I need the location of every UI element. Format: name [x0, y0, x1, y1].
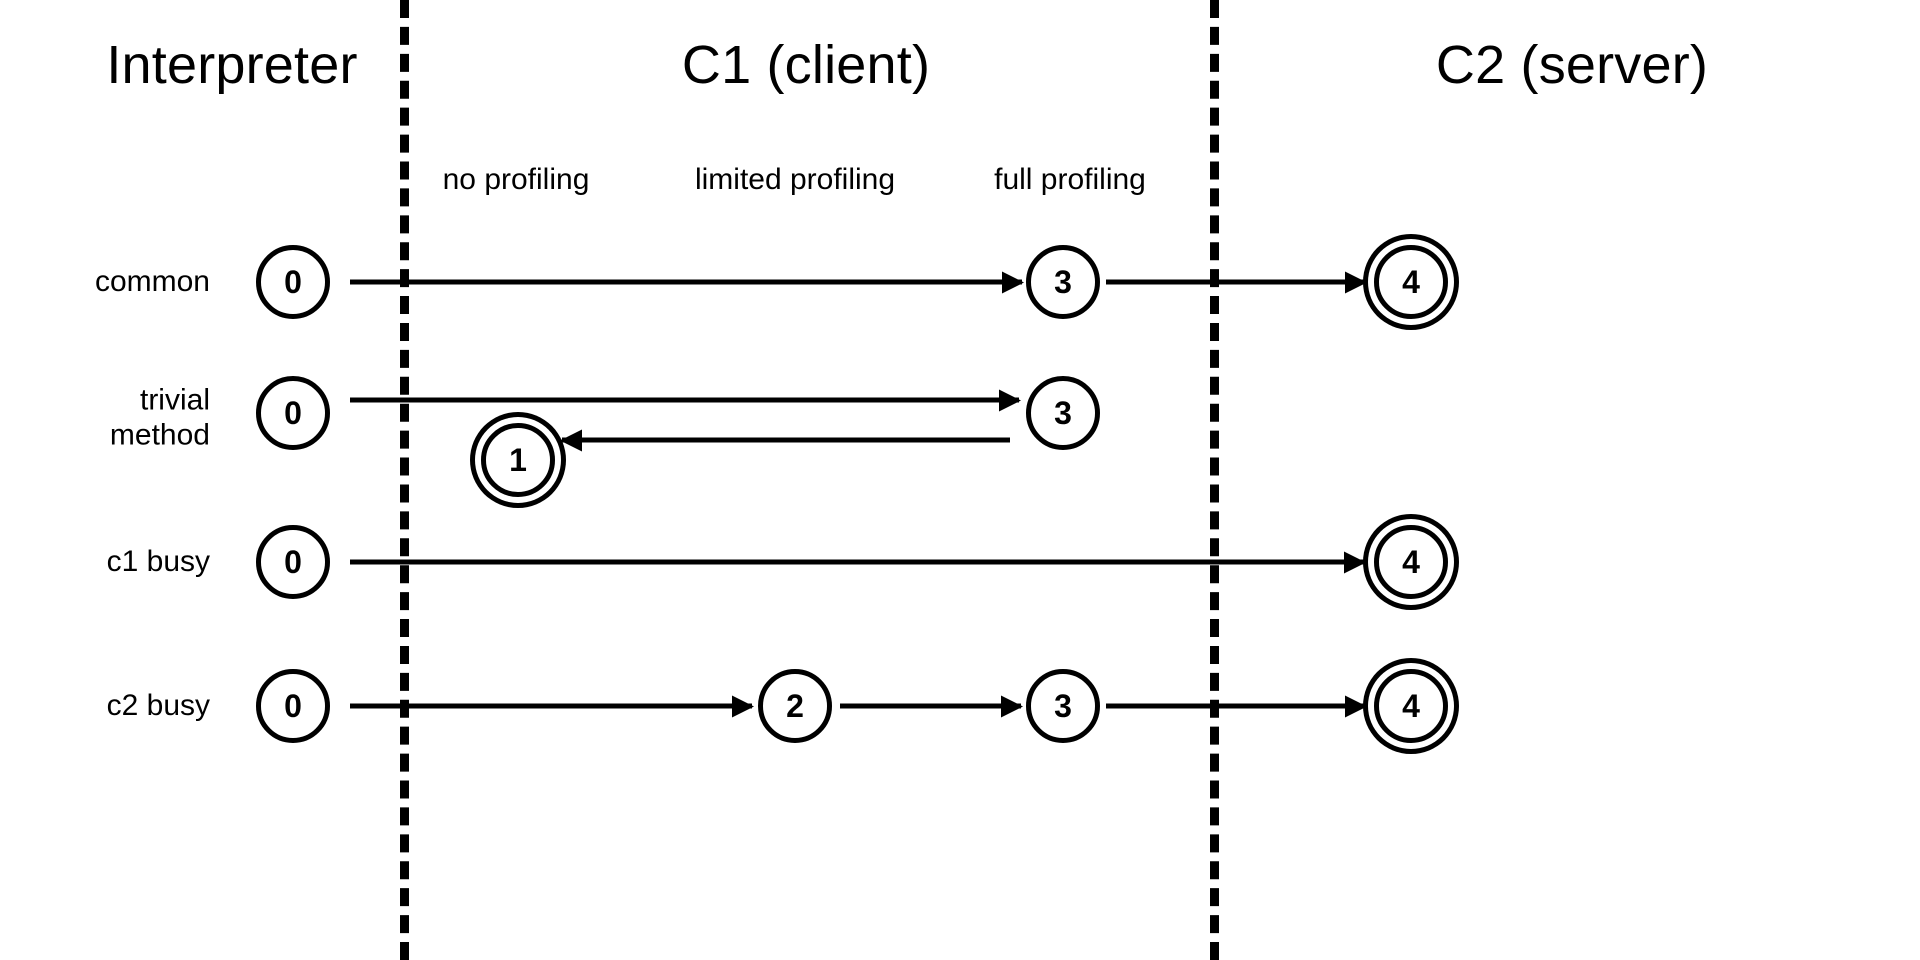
state-node-c2busy-3: 3	[1026, 669, 1100, 743]
row-label-trivial-method: trivial method	[109, 383, 210, 452]
arrow-right-icon	[1344, 551, 1366, 573]
state-node-common-0: 0	[256, 245, 330, 319]
state-node-label: 4	[1402, 263, 1420, 300]
arrow-right-icon	[1001, 695, 1023, 717]
state-node-c2busy-0: 0	[256, 669, 330, 743]
state-node-c2busy-2: 2	[758, 669, 832, 743]
state-node-label: 4	[1402, 687, 1420, 724]
state-node-c1busy-4: 4	[1374, 525, 1448, 599]
state-node-common-4: 4	[1374, 245, 1448, 319]
column-header-interpreter: Interpreter	[106, 35, 358, 95]
arrow-left-icon	[560, 429, 582, 451]
profiling-label-no-profiling: no profiling	[442, 163, 590, 196]
profiling-label-limited-profiling: limited profiling	[694, 163, 896, 196]
row-label-c2-busy: c2 busy	[106, 688, 210, 722]
row-label-c1-busy: c1 busy	[106, 544, 210, 578]
edge-c2busy-0-to-2	[350, 695, 754, 717]
state-node-label: 0	[284, 543, 302, 580]
edge-common-0-to-3	[350, 271, 1024, 293]
state-node-label: 3	[1054, 687, 1072, 724]
separator-sep-c1-c2	[1210, 0, 1219, 960]
state-node-trivial-3: 3	[1026, 376, 1100, 450]
state-node-label: 3	[1054, 394, 1072, 431]
state-node-trivial-1: 1	[481, 423, 555, 497]
profiling-label-full-profiling: full profiling	[994, 163, 1146, 196]
edge-trivial-3-to-1	[560, 429, 1010, 451]
state-node-label: 3	[1054, 263, 1072, 300]
edge-common-3-to-4	[1106, 271, 1367, 293]
edge-c2busy-2-to-3	[840, 695, 1023, 717]
edge-trivial-0-to-3	[350, 389, 1021, 411]
state-node-label: 1	[509, 441, 527, 478]
column-header-c2-server: C2 (server)	[1435, 35, 1709, 95]
edge-c2busy-3-to-4	[1106, 695, 1367, 717]
column-header-c1-client: C1 (client)	[681, 35, 931, 95]
edge-c1busy-0-to-4	[350, 551, 1366, 573]
arrow-right-icon	[732, 695, 754, 717]
arrow-right-icon	[1345, 271, 1367, 293]
row-label-common: common	[94, 264, 210, 298]
state-node-c2busy-4: 4	[1374, 669, 1448, 743]
arrow-right-icon	[1002, 271, 1024, 293]
state-node-label: 2	[786, 687, 804, 724]
state-node-label: 0	[284, 394, 302, 431]
state-node-label: 4	[1402, 543, 1420, 580]
state-node-common-3: 3	[1026, 245, 1100, 319]
state-node-label: 0	[284, 687, 302, 724]
state-node-c1busy-0: 0	[256, 525, 330, 599]
arrow-right-icon	[999, 389, 1021, 411]
separator-sep-interpreter-c1	[400, 0, 409, 960]
state-node-trivial-0: 0	[256, 376, 330, 450]
arrow-right-icon	[1345, 695, 1367, 717]
state-node-label: 0	[284, 263, 302, 300]
